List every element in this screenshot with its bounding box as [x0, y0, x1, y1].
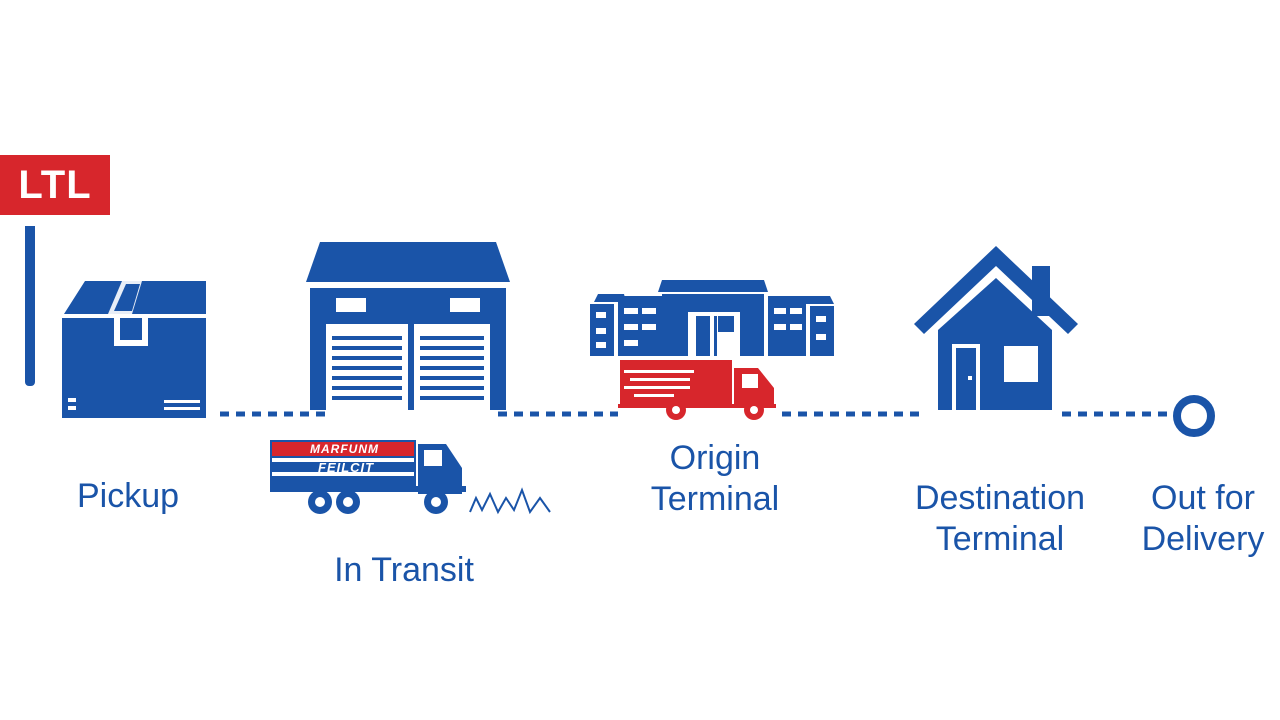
end-circle-icon: [1173, 395, 1215, 437]
label-origin-terminal: Origin Terminal: [651, 438, 779, 520]
label-destination-terminal-line1: Destination: [914, 479, 1086, 517]
label-origin-terminal-line1: Origin: [669, 439, 761, 477]
truck-sign-line2: FEILCIT: [318, 460, 375, 475]
label-in-transit: In Transit: [334, 550, 474, 591]
red-truck-icon: [618, 360, 776, 420]
label-out-for-delivery-line1: Out for: [1151, 479, 1255, 517]
box-icon: [62, 281, 206, 418]
route-line-3: [782, 411, 922, 417]
warehouse-icon: [306, 242, 510, 410]
ltl-badge: LTL: [0, 155, 110, 215]
house-icon: [914, 246, 1078, 410]
label-pickup-line1: Pickup: [76, 477, 180, 515]
truck-sign-line1: MARFUNM: [310, 442, 379, 456]
label-destination-terminal-line2: Terminal: [935, 520, 1065, 558]
transit-truck-icon: [270, 440, 551, 515]
label-in-transit-line1: In Transit: [334, 551, 474, 589]
label-origin-terminal-line2: Terminal: [650, 480, 780, 518]
terminal-building-icon: [590, 280, 834, 356]
route-line-2: [498, 411, 618, 417]
transit-truck: MARFUNM FEILCIT: [270, 436, 560, 520]
label-out-for-delivery-line2: Delivery: [1141, 520, 1265, 558]
label-destination-terminal: Destination Terminal: [915, 478, 1085, 560]
sign-pole: [25, 226, 35, 386]
label-pickup: Pickup: [77, 476, 179, 517]
route-line-4: [1062, 411, 1172, 417]
label-out-for-delivery: Out for Delivery: [1142, 478, 1265, 560]
route-line-1: [220, 411, 328, 417]
